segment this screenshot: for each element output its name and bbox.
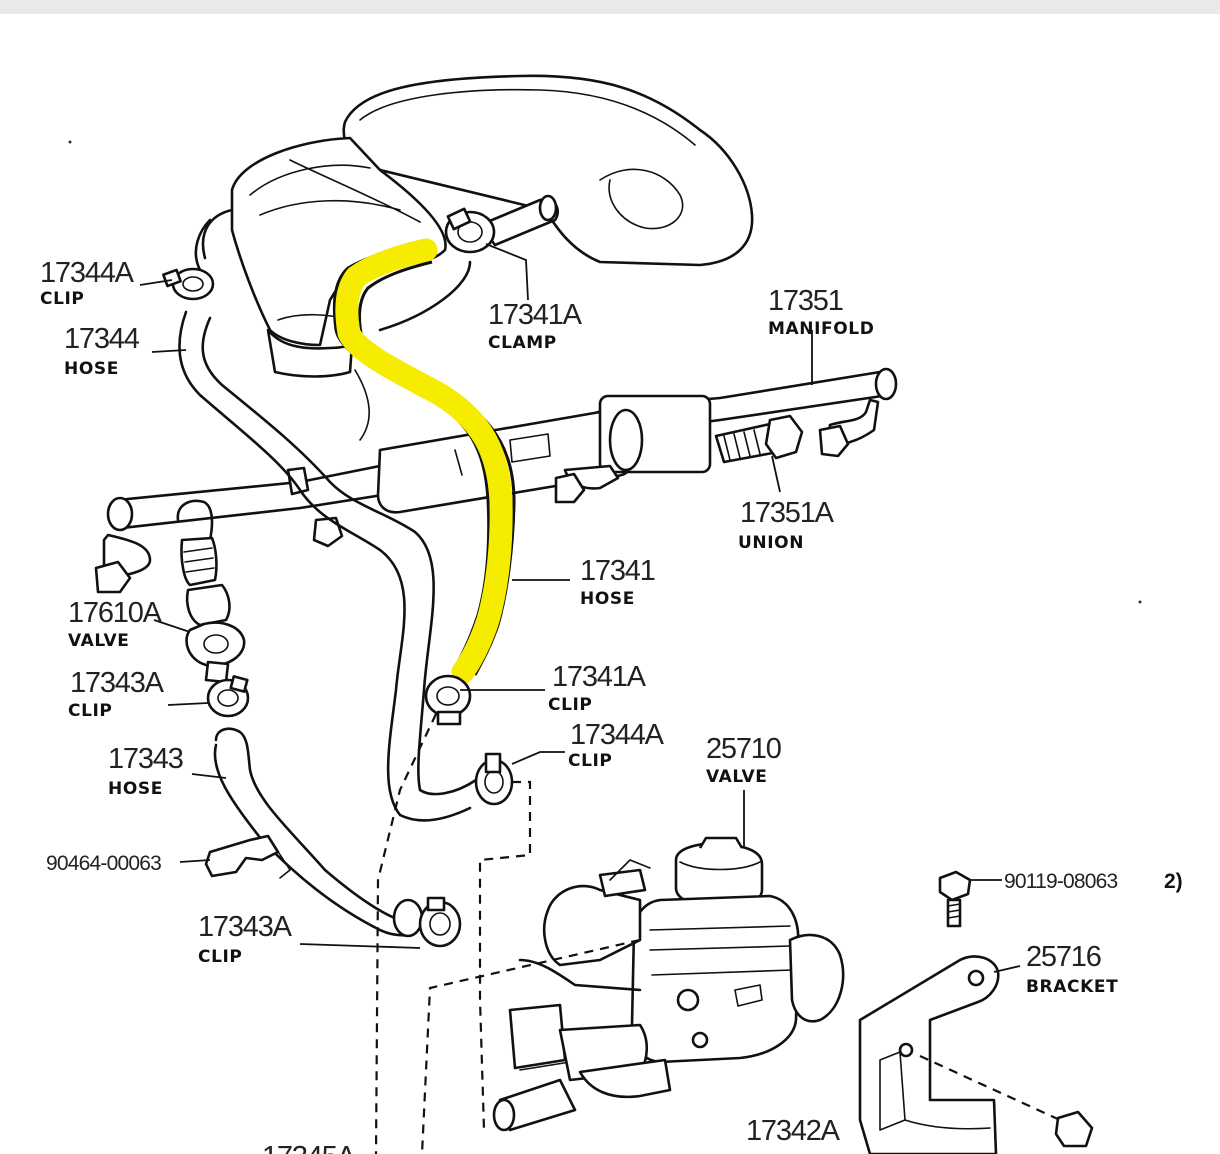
svg-text:17351A: 17351A [740,497,835,529]
label-17351-manifold: 17351 MANIFOLD [768,285,874,339]
svg-text:90119-08063: 90119-08063 [1004,870,1118,893]
svg-text:17343A: 17343A [70,667,165,699]
label-17345A: 17345A [262,1141,358,1154]
svg-text:UNION: UNION [738,533,804,553]
bolt-90119-08063-part [938,870,972,928]
clamp-17341A-part [444,207,496,254]
label-17343A-clip-top: 17343A CLIP [68,667,166,721]
label-90119-08063: 90119-08063 2) [1004,870,1183,893]
svg-text:17351: 17351 [768,285,843,317]
clip-17341A-part [424,674,472,726]
svg-text:25710: 25710 [706,733,781,765]
label-17610A-valve: 17610A VALVE [68,597,164,651]
svg-text:17345A: 17345A [262,1141,357,1154]
part-90464-00063 [204,834,291,879]
clip-17343A-top-part [206,675,250,718]
label-17341A-clamp: 17341A CLAMP [488,299,584,353]
hose-17341-highlighted [332,238,516,684]
label-17343A-clip-bottom: 17343A CLIP [198,911,294,967]
svg-text:CLIP: CLIP [40,289,85,309]
label-25716-bracket: 25716 BRACKET [1026,941,1118,997]
svg-text:HOSE: HOSE [580,589,635,609]
svg-text:VALVE: VALVE [68,631,129,651]
valve-17610A-part [176,499,246,684]
svg-text:90464-00063: 90464-00063 [46,852,161,875]
label-90464-00063: 90464-00063 [46,852,162,875]
svg-text:CLIP: CLIP [198,947,243,967]
svg-text:17342A: 17342A [746,1115,841,1147]
viewer-top-strip [0,0,1220,14]
routing-dashed-lines [374,713,1061,1154]
svg-text:17344A: 17344A [40,257,135,289]
union-17351A-part [714,414,804,464]
label-17344-hose: 17344 HOSE [64,323,141,379]
label-17342A: 17342A [746,1115,842,1147]
svg-text:17610A: 17610A [68,597,163,629]
hose-17343-part [213,727,424,938]
svg-text:17343: 17343 [108,743,183,775]
svg-text:CLAMP: CLAMP [488,333,557,353]
svg-text:17341: 17341 [580,555,655,587]
svg-text:MANIFOLD: MANIFOLD [768,319,874,339]
svg-text:CLIP: CLIP [68,701,113,721]
clip-17344A-top-part [162,267,215,301]
scan-speck [68,140,72,144]
svg-text:HOSE: HOSE [108,779,163,799]
label-17344A-clip-top: 17344A CLIP [40,257,136,309]
svg-text:25716: 25716 [1026,941,1101,973]
svg-text:17341A: 17341A [552,661,647,693]
bracket-25716-part [858,955,1094,1154]
svg-text:CLIP: CLIP [548,695,593,715]
svg-text:HOSE: HOSE [64,359,119,379]
label-17343-hose: 17343 HOSE [108,743,184,799]
label-17351A-union: 17351A UNION [738,497,836,553]
scan-speck [1138,600,1142,604]
label-17341A-clip: 17341A CLIP [548,661,648,715]
svg-text:VALVE: VALVE [706,767,767,787]
air-cleaner-housing [230,74,754,441]
label-17341-hose: 17341 HOSE [580,555,656,609]
svg-text:17344A: 17344A [570,719,665,751]
clip-17343A-bottom-part [418,896,462,948]
leader-lines [139,243,1021,973]
valve-25710-part [492,836,845,1132]
clip-17344A-bottom-part [474,752,514,806]
svg-text:17343A: 17343A [198,911,293,943]
svg-text:2): 2) [1164,870,1183,893]
svg-text:17341A: 17341A [488,299,583,331]
svg-text:BRACKET: BRACKET [1026,977,1118,997]
label-25710-valve: 25710 VALVE [706,733,782,787]
svg-text:CLIP: CLIP [568,751,613,771]
svg-text:17344: 17344 [64,323,140,355]
label-17344A-clip-bottom: 17344A CLIP [568,719,666,771]
